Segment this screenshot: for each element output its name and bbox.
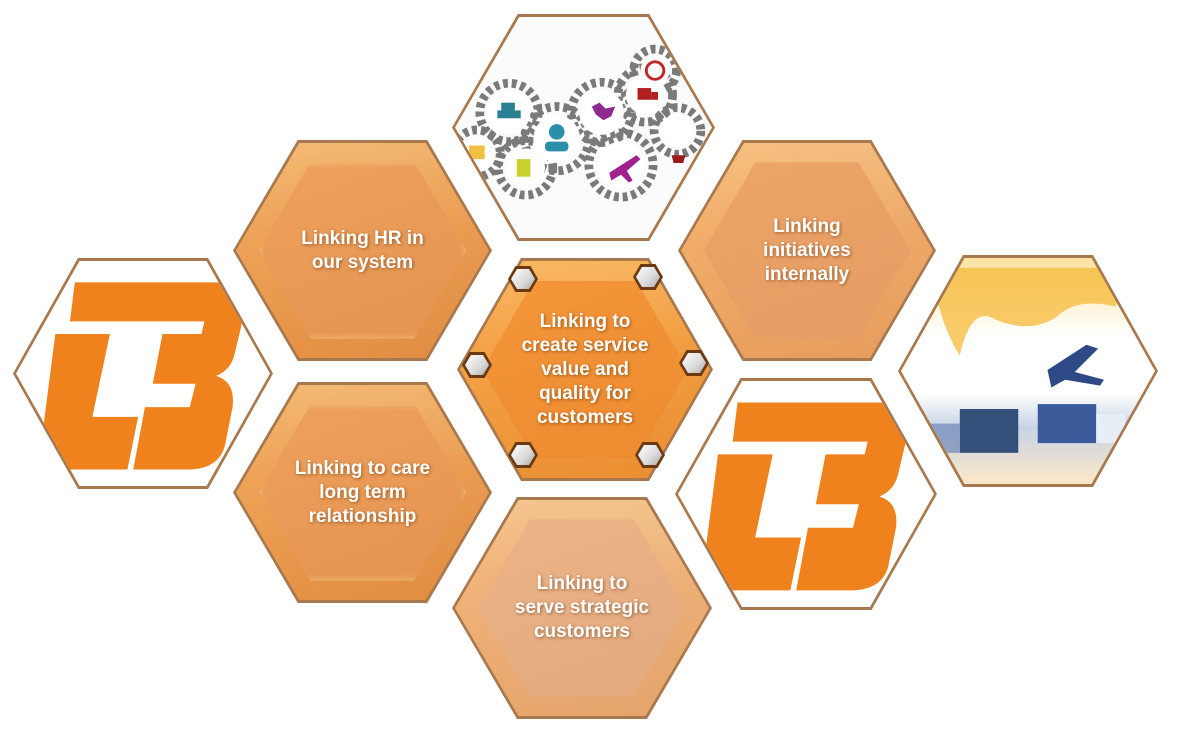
- delivery-truck-icon: [637, 88, 658, 100]
- bolt-icon: [679, 350, 709, 376]
- customer-service-icon: [545, 124, 569, 152]
- gears-image-hex: [452, 14, 715, 241]
- shopping-cart-icon: [671, 155, 686, 164]
- right-logo-hex: [675, 378, 937, 610]
- lb-logo-icon: [37, 282, 244, 470]
- luggage-icon: [516, 159, 531, 177]
- bolt-icon: [508, 442, 538, 468]
- truck-icon: [1037, 404, 1126, 444]
- train-icon: [959, 408, 1019, 453]
- transport-photo: [920, 267, 1126, 453]
- lb-logo-icon: [700, 402, 907, 591]
- logistics-gears-illustration: [455, 44, 706, 202]
- airplane-icon: [609, 155, 641, 183]
- bolt-icon: [508, 266, 538, 292]
- ship-icon: [497, 102, 521, 119]
- bolt-icon: [633, 264, 663, 290]
- left-logo-hex: [13, 258, 273, 489]
- package-icon: [469, 145, 485, 160]
- bolt-icon: [462, 352, 492, 378]
- airplane-icon: [1047, 344, 1104, 388]
- transport-image-hex: [898, 255, 1158, 487]
- 24h-icon: [644, 60, 666, 81]
- bolt-icon: [635, 442, 665, 468]
- world-map-icon: [591, 102, 616, 121]
